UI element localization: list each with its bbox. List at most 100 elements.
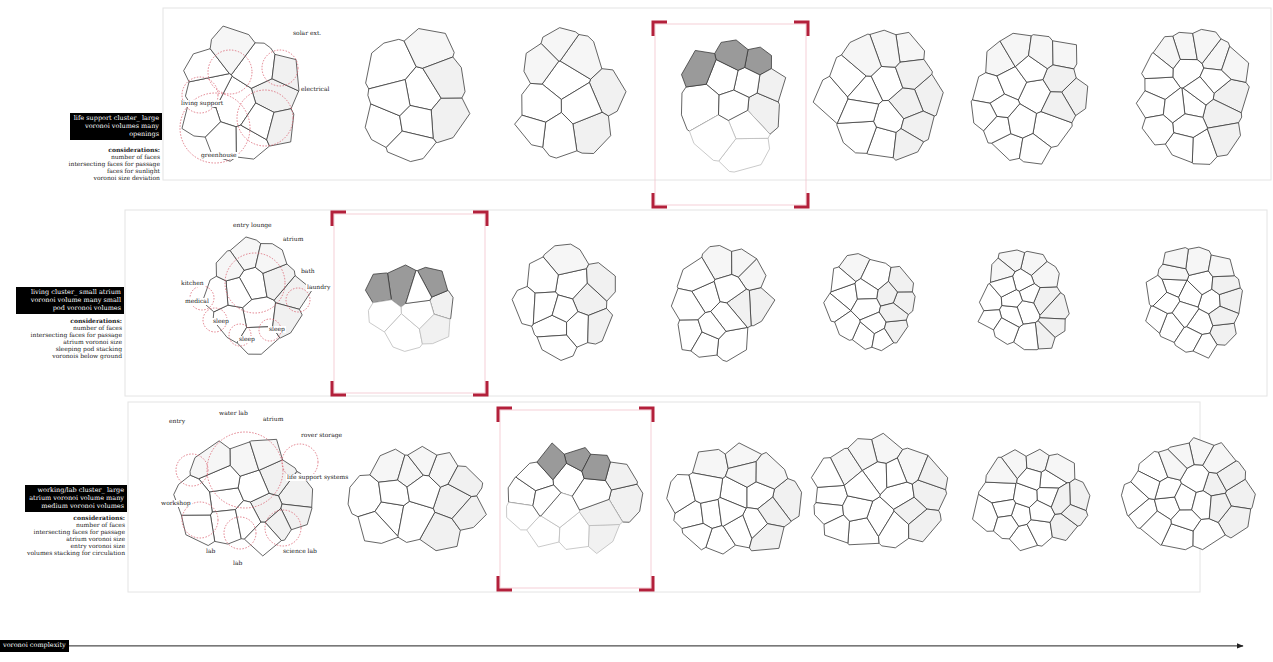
program-label: lab (232, 560, 243, 567)
voronoi-cell (587, 263, 616, 301)
voronoi-cell (572, 478, 611, 510)
voronoi-cell (749, 288, 775, 326)
voronoi-cell (1019, 133, 1051, 164)
voronoi-cell (732, 249, 757, 277)
program-label: greenhouse (200, 152, 238, 159)
voronoi-cell (990, 276, 1017, 297)
voronoi-cell (406, 270, 432, 303)
program-label: atrium (282, 236, 304, 243)
selection-bracket (498, 408, 653, 590)
voronoi-cluster (681, 40, 785, 172)
consideration-item: atrium voronoi size (63, 339, 122, 346)
voronoi-cell (407, 475, 440, 508)
considerations-heading: considerations: (73, 515, 125, 522)
voronoi-cell (994, 515, 1019, 538)
program-label: bath (300, 268, 316, 275)
cluster-label: life support cluster_ large voronoi volu… (70, 113, 162, 140)
voronoi-cell (1045, 454, 1075, 483)
voronoi-cell (1183, 77, 1214, 105)
consideration-item: voronois below ground (52, 353, 122, 360)
voronoi-cell (524, 43, 559, 84)
voronoi-cell (408, 446, 437, 476)
voronoi-cluster (811, 433, 947, 548)
voronoi-cell (267, 109, 294, 146)
voronoi-cell (994, 318, 1020, 345)
voronoi-cell (181, 515, 214, 546)
voronoi-cell (855, 279, 878, 300)
consideration-item: intersecting faces for passage (31, 332, 122, 339)
voronoi-cell (884, 320, 907, 343)
voronoi-cell (1163, 88, 1185, 123)
voronoi-cell (677, 257, 715, 291)
voronoi-cluster (365, 29, 470, 162)
selection-frame (334, 214, 485, 393)
voronoi-cell (715, 40, 748, 70)
voronoi-cell (1203, 443, 1236, 474)
voronoi-cell (682, 523, 712, 549)
voronoi-cell (681, 50, 716, 87)
voronoi-cell (831, 267, 856, 292)
selection-frame (500, 410, 651, 588)
voronoi-cluster (174, 432, 318, 556)
voronoi-cell (896, 32, 925, 62)
consideration-item: number of faces (76, 522, 125, 529)
voronoi-cell (368, 80, 410, 116)
voronoi-cell (1209, 493, 1231, 522)
program-circle (265, 510, 301, 546)
consideration-item: voronoi size deviation (94, 175, 161, 182)
axis-label: voronoi complexity (0, 640, 69, 652)
voronoi-cell (588, 308, 613, 344)
voronoi-cell (1031, 262, 1059, 288)
voronoi-cell (588, 524, 619, 553)
voronoi-cluster (512, 244, 615, 360)
voronoi-cluster (813, 30, 943, 160)
voronoi-cell (386, 131, 436, 161)
considerations-heading: considerations: (70, 318, 122, 325)
voronoi-cell (1172, 301, 1199, 327)
program-label: sleep (238, 336, 256, 343)
voronoi-cell (452, 496, 486, 530)
voronoi-cell (986, 457, 1018, 483)
voronoi-cell (527, 257, 558, 293)
voronoi-cell (1029, 35, 1053, 69)
voronoi-cell (1186, 247, 1211, 275)
voronoi-cluster (671, 245, 775, 361)
voronoi-cluster (515, 28, 626, 158)
consideration-item: entry voronoi size (71, 543, 126, 550)
voronoi-cell (605, 462, 637, 490)
program-label: living support (180, 100, 224, 107)
voronoi-cell (368, 300, 401, 332)
voronoi-cell (537, 335, 577, 360)
consideration-item: atrium voronoi size (66, 536, 125, 543)
voronoi-cell (1051, 482, 1070, 514)
voronoi-cluster (348, 446, 486, 550)
voronoi-cell (1140, 511, 1171, 545)
cluster-label-text: working/lab cluster_ large atrium vorono… (28, 487, 124, 510)
voronoi-cell (973, 494, 998, 531)
program-circle (176, 454, 208, 486)
voronoi-cell (719, 90, 749, 120)
voronoi-cell (423, 57, 465, 98)
program-label: life support systems (286, 474, 349, 481)
voronoi-cell (758, 497, 791, 527)
cluster-label-text: life support cluster_ large voronoi volu… (73, 115, 159, 138)
program-label: kitchen (180, 280, 205, 287)
row-panel (163, 8, 1271, 180)
voronoi-cell (1027, 520, 1052, 546)
voronoi-cell (1192, 491, 1212, 520)
voronoi-cluster (1136, 29, 1249, 164)
voronoi-cell (844, 471, 880, 502)
voronoi-cell (1163, 248, 1189, 269)
voronoi-cell (182, 102, 221, 138)
voronoi-cell (515, 115, 546, 147)
voronoi-cell (1222, 46, 1249, 82)
voronoi-cell (689, 115, 735, 161)
voronoi-cell (379, 480, 410, 505)
voronoi-cell (895, 59, 932, 89)
consideration-item: volumes stacking for circulation (27, 550, 125, 557)
voronoi-cluster (180, 26, 299, 163)
voronoi-cell (365, 273, 391, 303)
voronoi-cell (448, 466, 483, 497)
voronoi-cell (1208, 255, 1234, 277)
voronoi-cluster (507, 443, 643, 554)
